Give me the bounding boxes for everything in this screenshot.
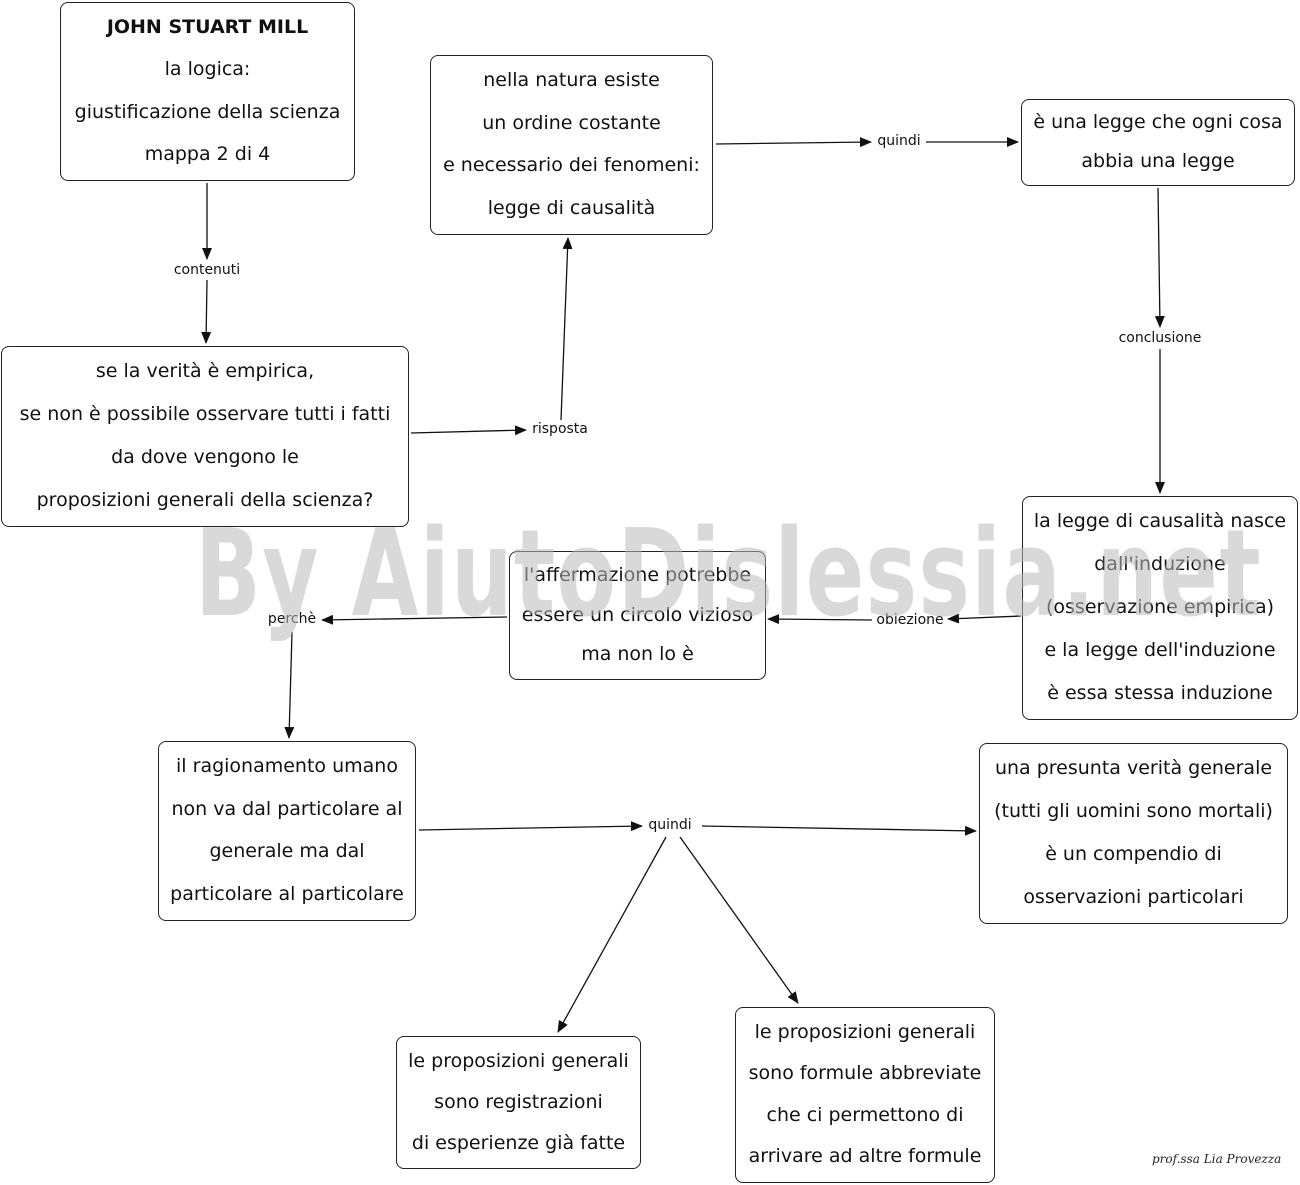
node-text: mappa 2 di 4	[144, 142, 271, 165]
node-text: generale ma dal	[209, 840, 365, 863]
node-causality-induction: la legge di causalità nasce dall'induzio…	[1022, 496, 1298, 720]
node-registrations: le proposizioni generali sono registrazi…	[396, 1036, 641, 1169]
node-text: osservazioni particolari	[1023, 885, 1244, 908]
edge-question-to-risposta	[410, 425, 527, 436]
node-presumed-truth: una presunta verità generale (tutti gli …	[979, 743, 1288, 924]
node-text: e necessario dei fenomeni:	[443, 154, 700, 177]
title-heading: JOHN STUART MILL	[106, 16, 309, 39]
link-label-quindi-bottom: quindi	[645, 817, 695, 833]
node-text: ma non lo è	[581, 643, 694, 666]
edge-circle-to-perche	[321, 614, 508, 625]
node-text: se non è possibile osservare tutti i fat…	[19, 403, 391, 426]
link-label-quindi-top: quindi	[874, 133, 924, 149]
node-abbreviated-formulas: le proposizioni generali sono formule ab…	[735, 1007, 995, 1183]
node-human-reasoning: il ragionamento umano non va dal partico…	[158, 741, 416, 921]
node-text: è una legge che ogni cosa	[1033, 111, 1283, 134]
node-law-of-law: è una legge che ogni cosa abbia una legg…	[1021, 99, 1295, 186]
author-signature: prof.ssa Lia Provezza	[1152, 1152, 1282, 1166]
node-nature-order: nella natura esiste un ordine costante e…	[430, 55, 713, 235]
edge-quindi-to-registrations	[557, 836, 667, 1033]
node-question: se la verità è empirica, se non è possib…	[1, 346, 409, 527]
edge-law-to-conclusione	[1154, 187, 1165, 328]
node-text: se la verità è empirica,	[95, 360, 315, 383]
node-text: dall'induzione	[1094, 553, 1226, 576]
node-text: arrivare ad altre formule	[748, 1145, 982, 1168]
link-label-perche: perchè	[264, 611, 320, 627]
edge-risposta-to-nature	[560, 237, 573, 421]
node-text: (osservazione empirica)	[1046, 596, 1274, 619]
link-label-contenuti: contenuti	[170, 262, 244, 278]
link-label-obiezione: obiezione	[873, 612, 947, 628]
node-text: essere un circolo vizioso	[521, 603, 754, 626]
node-text: il ragionamento umano	[176, 755, 398, 778]
node-text: sono registrazioni	[434, 1090, 603, 1113]
node-text: (tutti gli uomini sono mortali)	[994, 800, 1273, 823]
node-text: nella natura esiste	[483, 69, 660, 92]
edge-causality-to-obiezione	[947, 613, 1022, 624]
node-text: di esperienze già fatte	[411, 1131, 626, 1154]
node-text: e la legge dell'induzione	[1044, 638, 1276, 661]
node-text: l'affermazione potrebbe	[523, 563, 752, 586]
node-text: giustificazione della scienza	[74, 100, 341, 123]
node-text: è essa stessa induzione	[1047, 681, 1273, 704]
node-text: sono formule abbreviate	[748, 1062, 982, 1085]
edge-perche-to-reasoning	[284, 631, 295, 739]
node-text: che ci permettono di	[766, 1103, 964, 1126]
edge-obiezione-to-circle	[767, 614, 873, 625]
edge-contenuti-to-question	[201, 279, 212, 344]
edge-reasoning-to-quindi	[418, 821, 643, 832]
node-vicious-circle: l'affermazione potrebbe essere un circol…	[509, 551, 766, 680]
node-text: un ordine costante	[482, 111, 661, 134]
link-label-conclusione: conclusione	[1115, 330, 1205, 346]
node-text: non va dal particolare al	[171, 797, 403, 820]
edge-quindi-to-presumed	[701, 825, 977, 836]
node-text: le proposizioni generali	[754, 1020, 976, 1043]
node-text: la legge di causalità nasce	[1033, 510, 1287, 533]
node-text: proposizioni generali della scienza?	[36, 488, 374, 511]
link-label-risposta: risposta	[529, 421, 591, 437]
edge-quindi-to-formulas	[679, 836, 799, 1004]
node-text: è un compendio di	[1045, 842, 1222, 865]
node-text: abbia una legge	[1081, 149, 1235, 172]
edge-nature-to-quindi	[715, 137, 872, 148]
node-title: JOHN STUART MILL la logica: giustificazi…	[60, 2, 355, 181]
node-text: una presunta verità generale	[994, 757, 1273, 780]
node-text: legge di causalità	[487, 196, 656, 219]
node-text: da dove vengono le	[111, 445, 299, 468]
node-text: le proposizioni generali	[408, 1049, 629, 1072]
node-text: la logica:	[164, 58, 251, 81]
node-text: particolare al particolare	[170, 882, 404, 905]
